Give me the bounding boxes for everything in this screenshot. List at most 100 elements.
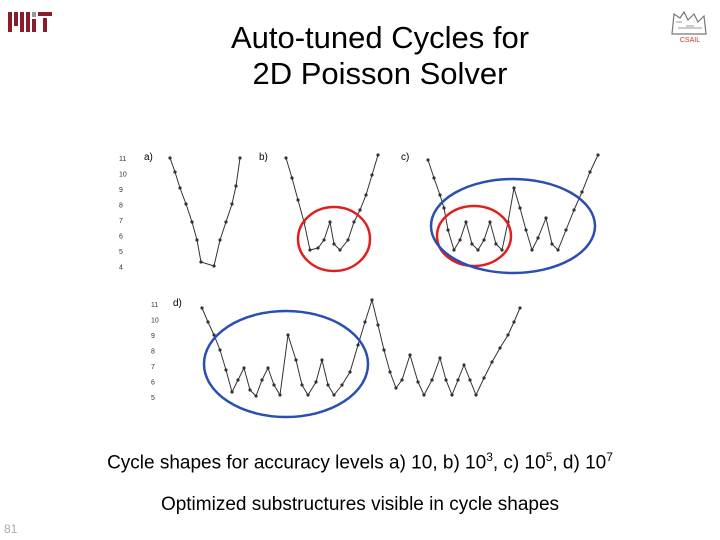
trace-d-point: [326, 383, 330, 387]
trace-a-point: [190, 220, 194, 224]
trace-c-point: [512, 186, 516, 190]
bottom-axis-tick-8: 8: [151, 349, 155, 356]
trace-d-point: [320, 358, 324, 362]
trace-c-point: [446, 228, 450, 232]
top-axis-tick-4: 4: [119, 265, 123, 272]
trace-a-point: [218, 238, 222, 242]
panel-label-c: c): [401, 152, 409, 163]
trace-d-point: [490, 360, 494, 364]
trace-a-point: [199, 260, 203, 264]
title-line-2: 2D Poisson Solver: [252, 56, 508, 91]
trace-b-point: [290, 176, 294, 180]
csail-logo: CSAIL: [671, 10, 707, 44]
trace-c-point: [494, 242, 498, 246]
top-axis-tick-11: 11: [119, 156, 126, 163]
trace-c-point: [588, 170, 592, 174]
trace-c-point: [488, 220, 492, 224]
trace-d-point: [400, 378, 404, 382]
panel-label-b: b): [259, 152, 268, 163]
trace-c-point: [442, 206, 446, 210]
trace-b-point: [328, 220, 332, 224]
trace-a: [169, 157, 241, 267]
trace-c: [427, 154, 599, 252]
trace-d-point: [212, 333, 216, 337]
trace-d-point: [356, 343, 360, 347]
trace-c-point: [470, 242, 474, 246]
trace-d-point: [254, 394, 258, 398]
bottom-axis-tick-10: 10: [151, 318, 159, 325]
trace-b-point: [296, 198, 300, 202]
trace-c-point: [464, 220, 468, 224]
trace-a-point: [234, 184, 238, 188]
trace-d-point: [518, 306, 522, 310]
trace-c-point: [596, 153, 600, 157]
page-number: 81: [4, 522, 18, 536]
trace-c-point: [556, 248, 560, 252]
trace-c-point: [438, 193, 442, 197]
trace-d-point: [260, 378, 264, 382]
trace-b-point: [322, 238, 326, 242]
trace-b-point: [284, 156, 288, 160]
trace-a-point: [238, 156, 242, 160]
trace-d-point: [294, 358, 298, 362]
trace-c-point: [564, 228, 568, 232]
trace-d-point: [272, 383, 276, 387]
trace-a-point: [173, 170, 177, 174]
trace-d-point: [363, 320, 367, 324]
top-axis-tick-8: 8: [119, 203, 123, 210]
trace-d-point: [394, 386, 398, 390]
trace-c-point: [476, 248, 480, 252]
trace-c-point: [572, 208, 576, 212]
trace-d-point: [382, 348, 386, 352]
bottom-axis-tick-6: 6: [151, 380, 155, 387]
trace-d-point: [450, 393, 454, 397]
trace-a-point: [224, 220, 228, 224]
bottom-axis-tick-9: 9: [151, 333, 155, 340]
trace-d-point: [248, 388, 252, 392]
trace-d-point: [482, 376, 486, 380]
trace-d-point: [242, 366, 246, 370]
trace-d-point: [444, 378, 448, 382]
trace-d-point: [348, 370, 352, 374]
slide-title: Auto-tuned Cycles for 2D Poisson Solver: [150, 20, 610, 92]
title-line-1: Auto-tuned Cycles for: [230, 20, 530, 55]
trace-b-point: [358, 208, 362, 212]
bottom-axis-tick-11: 11: [151, 302, 158, 309]
red-ellipse-b: [296, 205, 372, 273]
trace-d-point: [422, 393, 426, 397]
trace-d-point: [340, 383, 344, 387]
trace-d-point: [206, 320, 210, 324]
panel-label-a: a): [144, 152, 153, 163]
trace-a-point: [168, 156, 172, 160]
trace-a-point: [184, 202, 188, 206]
trace-c-point: [530, 248, 534, 252]
trace-d-point: [498, 346, 502, 350]
trace-b-point: [352, 220, 356, 224]
blue-ellipse-c: [429, 177, 597, 275]
trace-c-point: [536, 236, 540, 240]
trace-d-point: [370, 298, 374, 302]
trace-b-point: [364, 193, 368, 197]
trace-d-point: [218, 348, 222, 352]
top-axis-tick-7: 7: [119, 218, 123, 225]
trace-d-point: [266, 366, 270, 370]
trace-d-point: [286, 333, 290, 337]
trace-d-point: [468, 378, 472, 382]
trace-a-point: [230, 202, 234, 206]
top-axis-tick-5: 5: [119, 249, 123, 256]
trace-c-point: [432, 176, 436, 180]
trace-d-point: [438, 356, 442, 360]
top-axis-tick-6: 6: [119, 234, 123, 241]
red-ellipse-c: [435, 204, 513, 268]
trace-d-point: [278, 393, 282, 397]
trace-d-point: [224, 368, 228, 372]
trace-d-point: [230, 390, 234, 394]
svg-text:CSAIL: CSAIL: [680, 37, 700, 44]
trace-d-point: [376, 323, 380, 327]
trace-d-point: [300, 383, 304, 387]
trace-d-point: [474, 393, 478, 397]
trace-c-point: [524, 228, 528, 232]
trace-b-point: [332, 242, 336, 246]
